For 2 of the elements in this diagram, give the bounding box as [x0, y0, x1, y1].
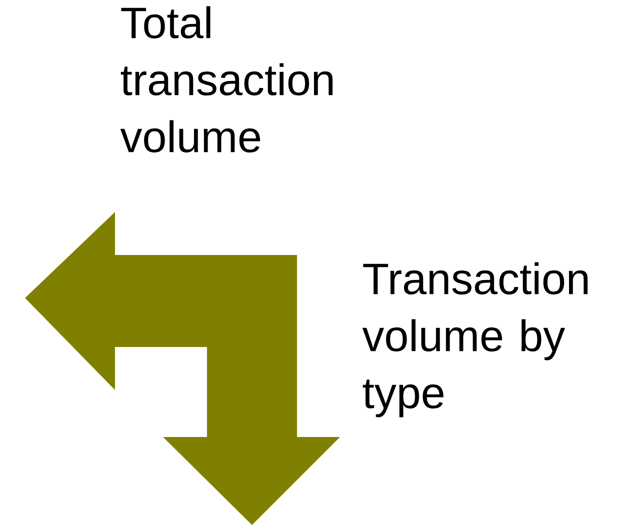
label-text: Transaction volume by type [362, 262, 588, 418]
label-text: Total transaction volume [120, 6, 333, 152]
